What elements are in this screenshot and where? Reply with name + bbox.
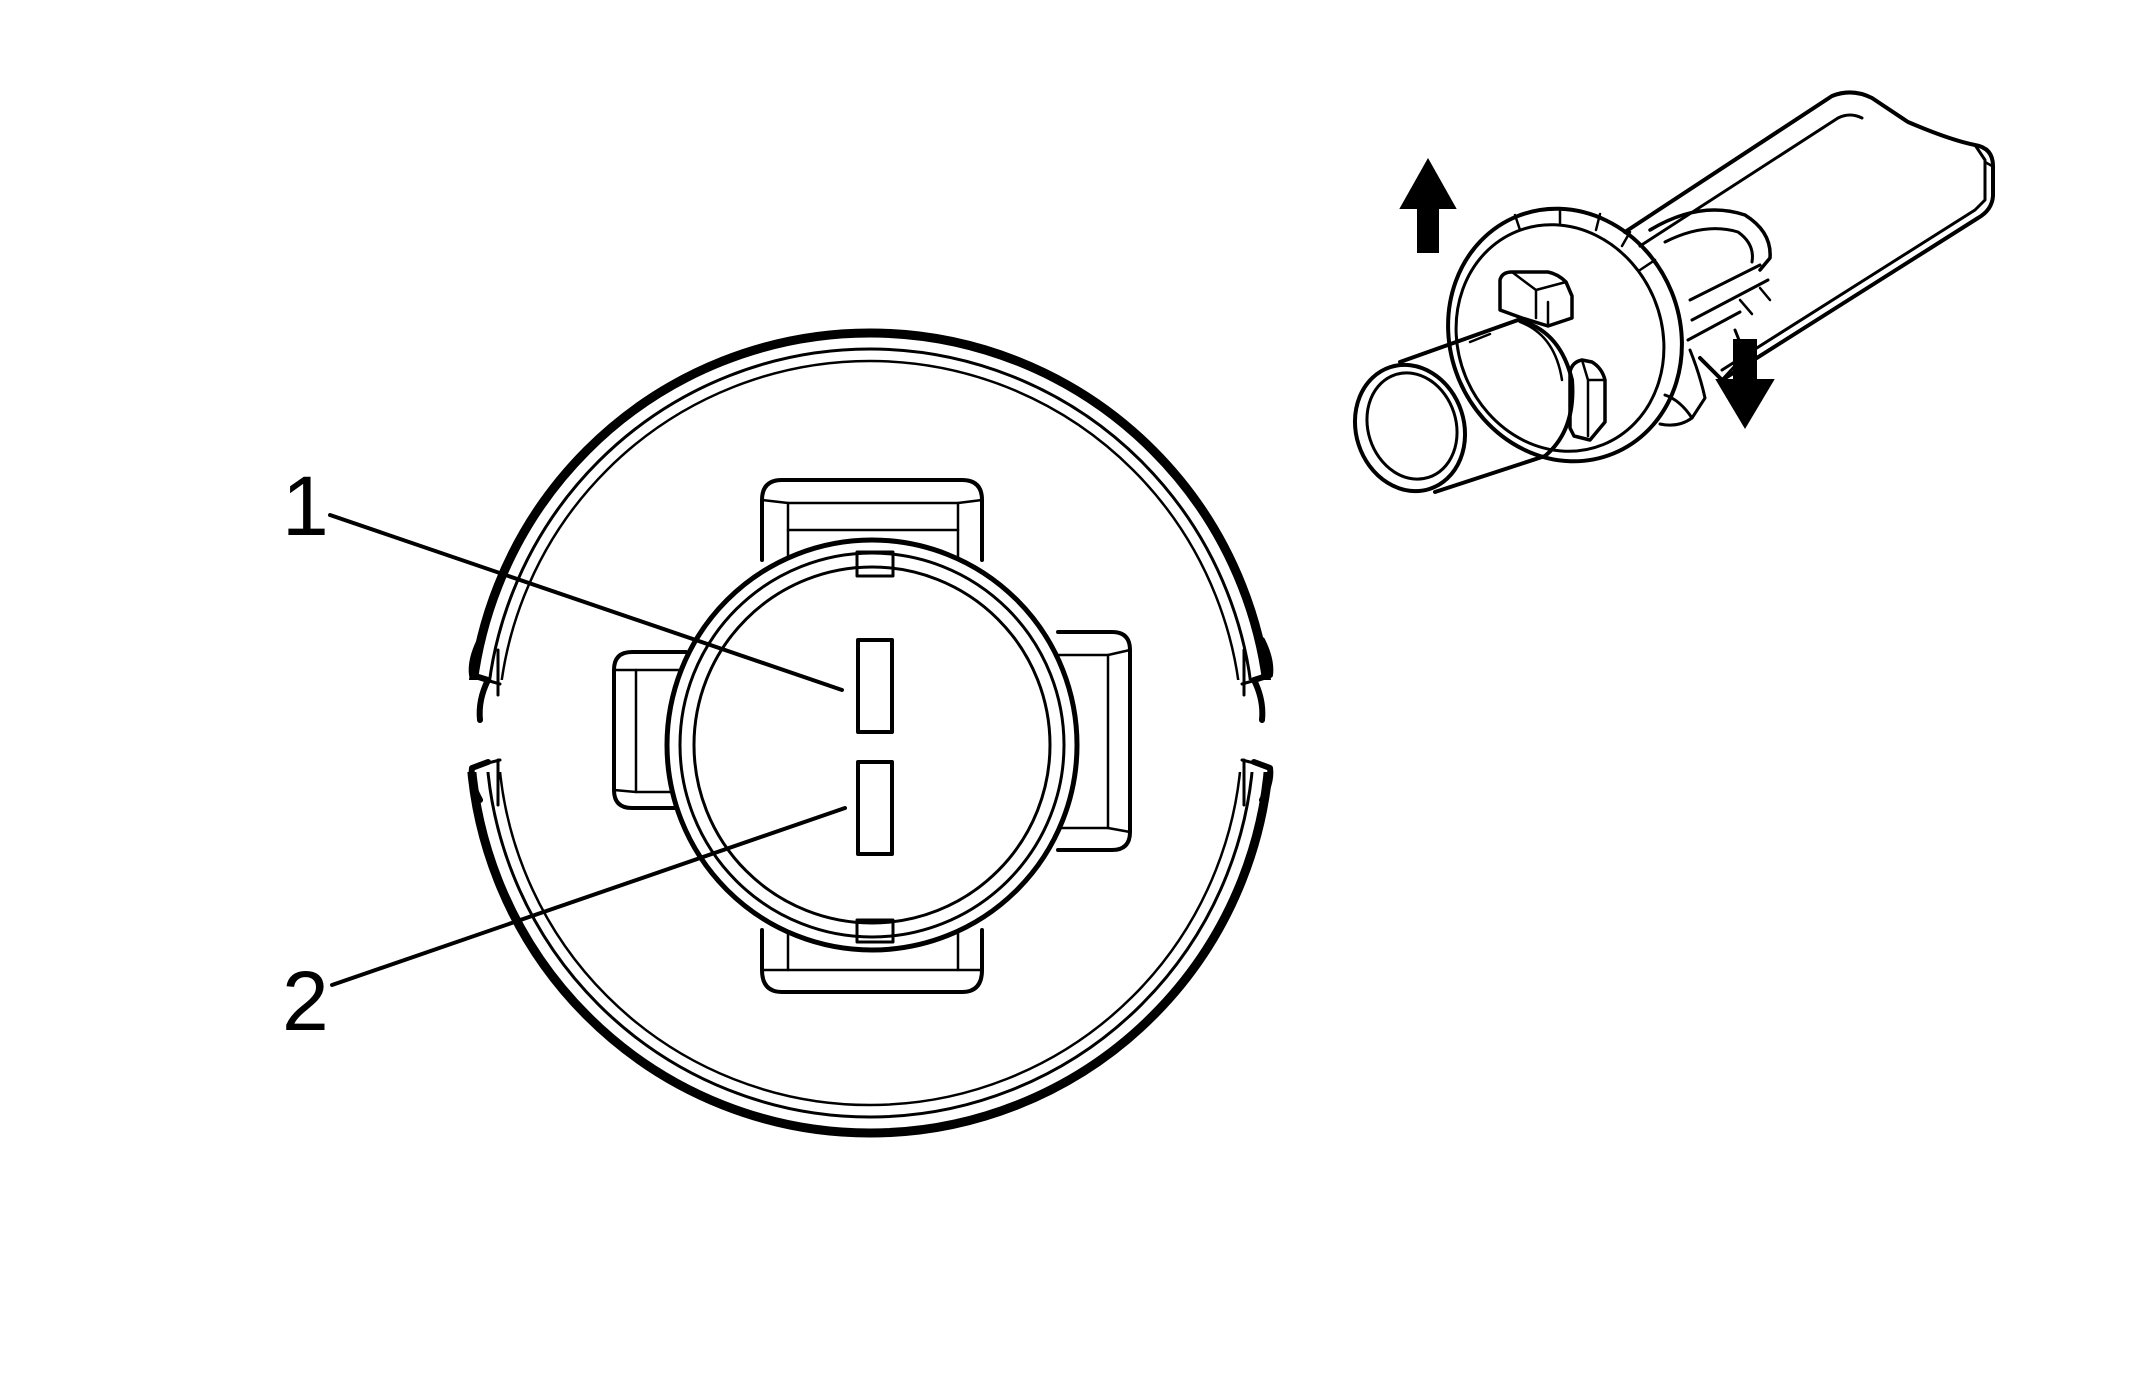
sensor-flange bbox=[1446, 206, 1684, 464]
arrow-up-icon bbox=[1399, 157, 1457, 253]
terminal-1 bbox=[856, 638, 894, 734]
sensor-clips bbox=[1498, 270, 1607, 442]
sensor-blade bbox=[1623, 90, 1995, 382]
connector-face-view: 1 2 bbox=[282, 328, 1280, 1138]
connector-right-notch bbox=[1240, 637, 1274, 807]
sensor-side-view bbox=[1352, 90, 1995, 494]
callout-label-2: 2 bbox=[282, 954, 329, 1048]
terminal-2 bbox=[856, 760, 894, 856]
callout-label-1: 1 bbox=[282, 459, 329, 553]
connector-socket bbox=[664, 537, 1080, 953]
sensor-tip bbox=[1352, 318, 1575, 494]
callout-line-1 bbox=[328, 513, 844, 692]
connector-key-tabs bbox=[612, 478, 1132, 994]
connector-outer-ring bbox=[460, 328, 1280, 1138]
arrow-down-icon bbox=[1715, 339, 1775, 429]
connector-left-notch bbox=[468, 637, 502, 807]
callout-line-2 bbox=[330, 806, 847, 987]
